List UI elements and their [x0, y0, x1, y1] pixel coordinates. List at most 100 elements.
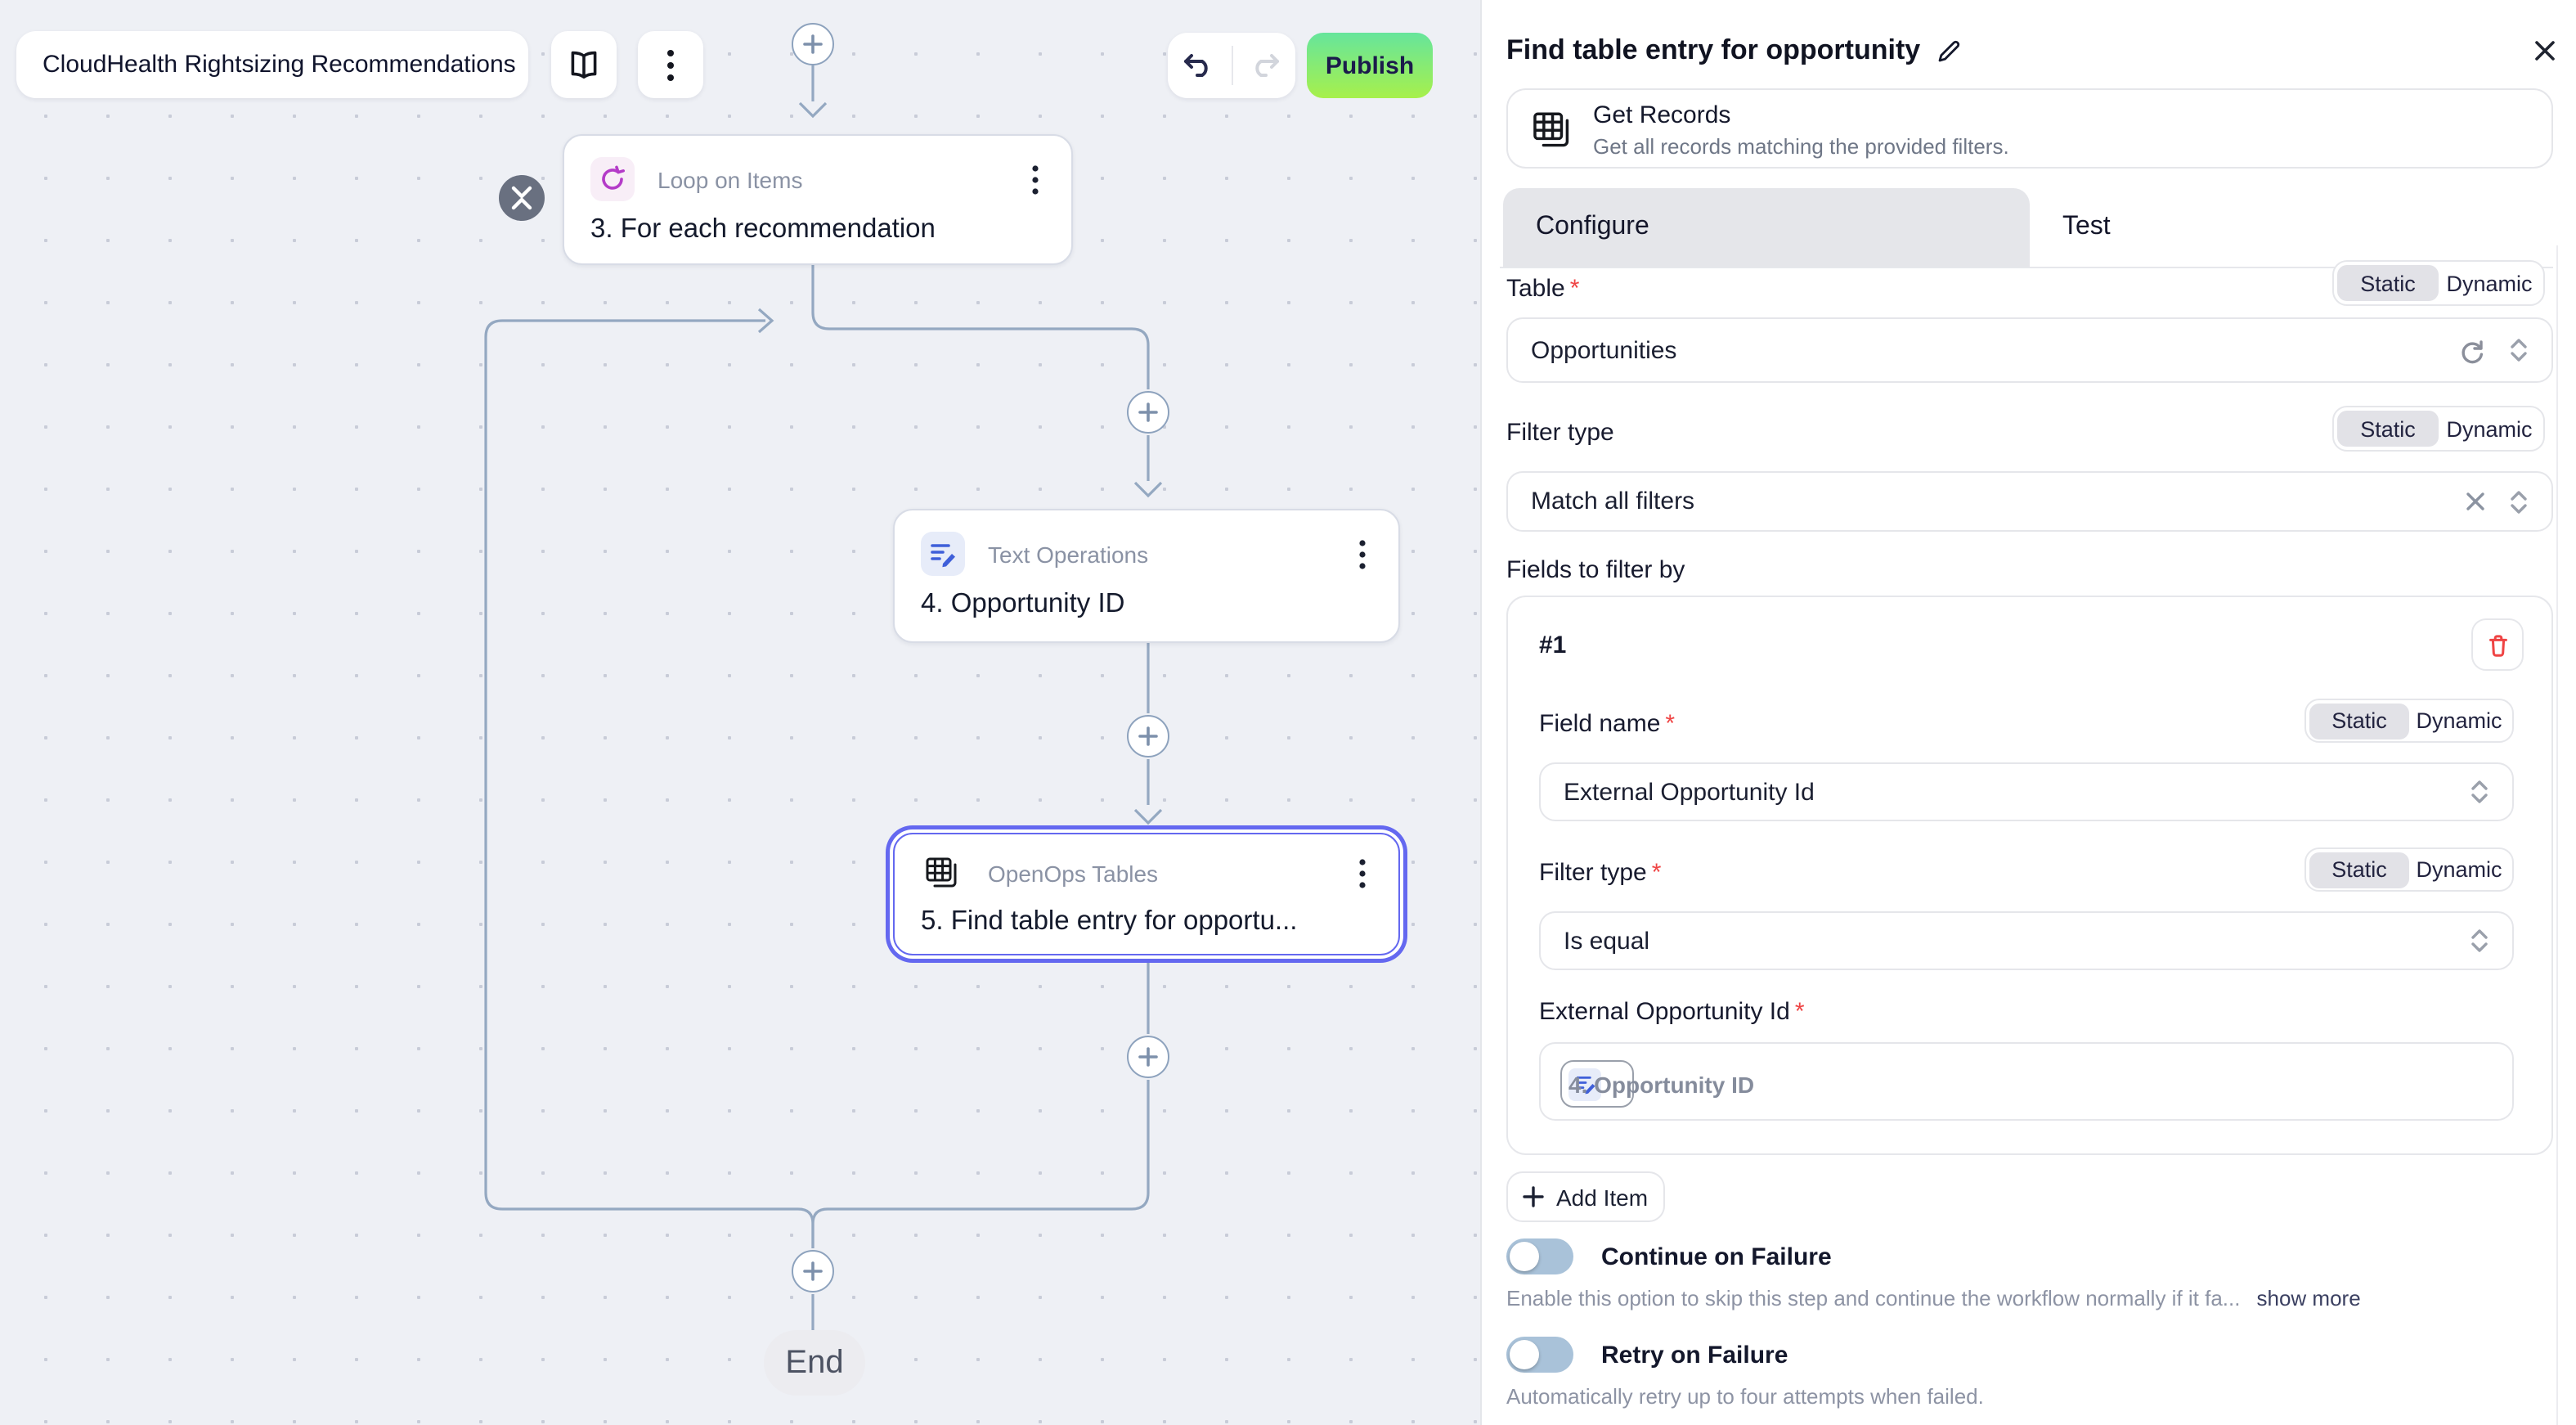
table-field-label: Table*: [1506, 275, 1580, 303]
docs-button[interactable]: [551, 31, 617, 98]
filter-type-field-label: Filter type: [1506, 419, 1614, 447]
tables-icon-tile: [921, 851, 965, 895]
close-icon: [2535, 41, 2555, 61]
dynamic-option[interactable]: Dynamic: [2416, 708, 2502, 733]
undo-button[interactable]: [1168, 33, 1231, 98]
token-label: 4. Opportunity ID: [1568, 1071, 1755, 1097]
continue-on-failure-toggle[interactable]: [1506, 1238, 1573, 1274]
publish-button[interactable]: Publish: [1307, 33, 1433, 98]
field-name-select[interactable]: External Opportunity Id: [1539, 762, 2514, 821]
plus-icon: [1138, 726, 1158, 746]
show-more-link[interactable]: show more: [2256, 1286, 2361, 1310]
redo-icon: [1254, 54, 1279, 77]
redo-button[interactable]: [1232, 33, 1295, 98]
node-menu-button[interactable]: [1346, 537, 1379, 573]
node-openops-tables[interactable]: OpenOps Tables 5. Find table entry for o…: [893, 833, 1400, 955]
workflow-name-dropdown[interactable]: CloudHealth Rightsizing Recommendations: [16, 31, 528, 98]
chevron-up-down-icon: [2509, 337, 2529, 363]
node-loop-on-items[interactable]: Loop on Items 3. For each recommendation: [563, 134, 1073, 265]
text-operations-icon: [931, 544, 955, 568]
panel-title: Find table entry for opportunity: [1506, 34, 1921, 65]
field-name-label: Field name*: [1539, 710, 1676, 738]
item-filter-type-select[interactable]: Is equal: [1539, 911, 2514, 970]
action-description: Get all records matching the provided fi…: [1593, 134, 2009, 159]
value-token[interactable]: 4. Opportunity ID: [1560, 1060, 1754, 1108]
chevron-up-down-icon: [2470, 928, 2489, 954]
table-select-value: Opportunities: [1531, 336, 1677, 364]
plus-icon: [1524, 1186, 1545, 1207]
toggle-knob: [1510, 1340, 1539, 1369]
add-step-button-branch-2[interactable]: [1127, 715, 1169, 757]
add-item-label: Add Item: [1555, 1184, 1649, 1210]
book-icon: [571, 50, 597, 78]
action-summary-card: Get Records Get all records matching the…: [1506, 88, 2553, 169]
static-option[interactable]: Static: [2337, 411, 2439, 447]
filter-type-static-dynamic-toggle: Static Dynamic: [2332, 406, 2545, 452]
plus-icon: [803, 34, 823, 54]
add-step-button-branch-1[interactable]: [1127, 391, 1169, 434]
add-step-button-branch-3[interactable]: [1127, 1036, 1169, 1078]
dynamic-option[interactable]: Dynamic: [2446, 271, 2533, 295]
workflow-canvas[interactable]: CloudHealth Rightsizing Recommendations: [0, 0, 1480, 1425]
more-options-button[interactable]: [638, 31, 703, 98]
tab-test[interactable]: Test: [2030, 188, 2553, 267]
dynamic-option[interactable]: Dynamic: [2446, 416, 2533, 441]
retry-on-failure-toggle[interactable]: [1506, 1337, 1573, 1373]
field-name-static-dynamic-toggle: Static Dynamic: [2304, 699, 2514, 743]
item-filter-type-label: Filter type*: [1539, 859, 1662, 887]
plus-icon: [803, 1261, 823, 1281]
clear-icon[interactable]: [2465, 491, 2486, 512]
scrollbar-track[interactable]: [2556, 245, 2558, 1425]
item-filter-type-static-dynamic-toggle: Static Dynamic: [2304, 847, 2514, 892]
undo-icon: [1184, 54, 1209, 77]
static-option[interactable]: Static: [2309, 852, 2409, 888]
edit-pencil-icon[interactable]: [1936, 38, 1961, 63]
add-step-button-top[interactable]: [792, 23, 834, 65]
node-type-label: Loop on Items: [657, 167, 803, 193]
trash-icon: [2488, 634, 2506, 656]
chevron-up-down-icon: [2509, 488, 2529, 515]
get-records-icon: [1531, 106, 1575, 162]
connector-lines: [484, 65, 1163, 1330]
collapse-loop-button[interactable]: [499, 175, 545, 221]
table-static-dynamic-toggle: Static Dynamic: [2332, 260, 2545, 306]
chevron-up-down-icon: [2470, 779, 2489, 805]
field-name-select-value: External Opportunity Id: [1564, 778, 1815, 806]
tab-configure[interactable]: Configure: [1503, 188, 2030, 267]
node-menu-button[interactable]: [1019, 162, 1052, 198]
delete-filter-item-button[interactable]: [2471, 618, 2524, 671]
continue-on-failure-description-row: Enable this option to skip this step and…: [1506, 1286, 2361, 1310]
node-type-label: OpenOps Tables: [988, 861, 1159, 887]
fields-to-filter-label: Fields to filter by: [1506, 556, 1685, 584]
node-menu-button[interactable]: [1346, 856, 1379, 892]
kebab-menu-icon: [1359, 859, 1366, 888]
static-option[interactable]: Static: [2309, 703, 2409, 739]
filter-type-select-value: Match all filters: [1531, 488, 1695, 515]
static-option[interactable]: Static: [2337, 265, 2439, 301]
filter-item-card: [1506, 596, 2553, 1155]
continue-on-failure-description: Enable this option to skip this step and…: [1506, 1286, 2241, 1310]
divider: [1231, 46, 1232, 85]
external-opportunity-id-input[interactable]: 4. Opportunity ID: [1539, 1042, 2514, 1121]
item-filter-type-select-value: Is equal: [1564, 927, 1650, 955]
loop-icon: [602, 165, 625, 190]
table-select[interactable]: Opportunities: [1506, 317, 2553, 383]
node-title: 5. Find table entry for opportu...: [921, 906, 1298, 936]
refresh-icon[interactable]: [2458, 336, 2486, 364]
node-title: 4. Opportunity ID: [921, 589, 1125, 618]
add-step-button-merge[interactable]: [792, 1250, 834, 1292]
toggle-knob: [1510, 1242, 1539, 1271]
node-title: 3. For each recommendation: [590, 214, 936, 244]
divider: [1500, 267, 2553, 268]
node-text-operations[interactable]: Text Operations 4. Opportunity ID: [893, 509, 1400, 643]
close-panel-button[interactable]: [2530, 36, 2560, 65]
plus-icon: [1138, 1047, 1158, 1067]
collapse-icon: [511, 186, 532, 210]
add-item-button[interactable]: Add Item: [1506, 1171, 1665, 1222]
loop-icon-tile: [590, 157, 635, 201]
kebab-menu-icon: [1359, 540, 1366, 569]
dynamic-option[interactable]: Dynamic: [2416, 857, 2502, 882]
plus-icon: [1138, 402, 1158, 422]
filter-type-select[interactable]: Match all filters: [1506, 471, 2553, 532]
